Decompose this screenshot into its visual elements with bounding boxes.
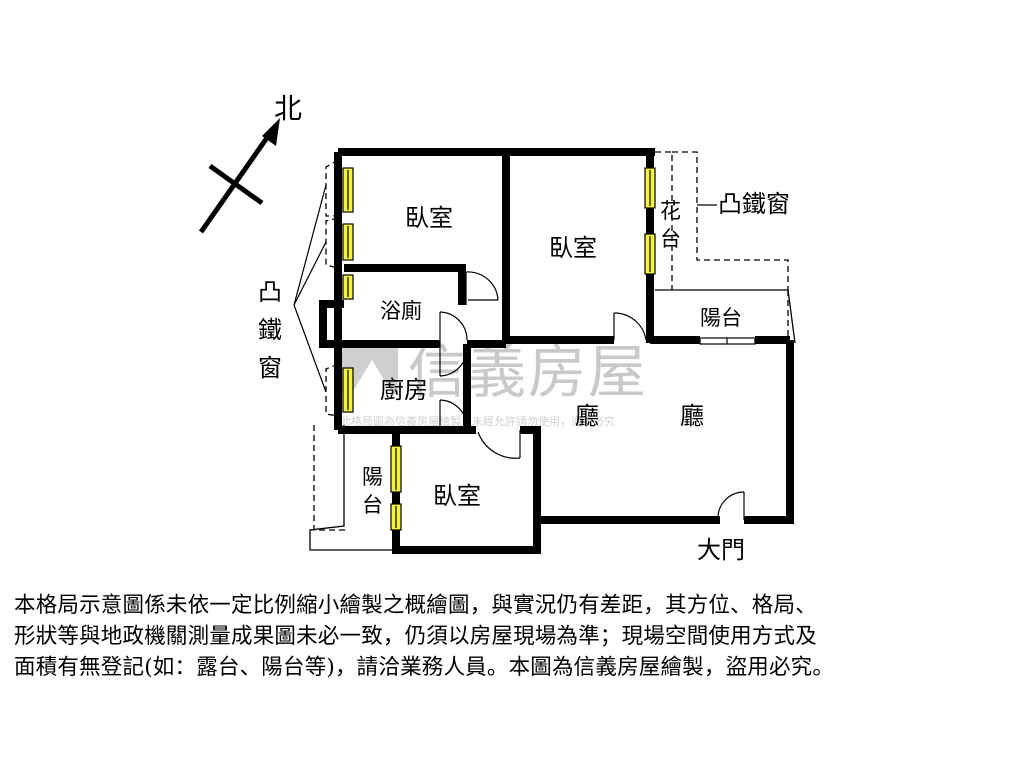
room-label-bedroom-1: 臥室 [405,204,453,232]
room-label-kitchen: 廚房 [380,376,428,404]
room-label-balcony-west-2: 台 [362,493,383,517]
room-label-balcony-east: 陽台 [700,306,742,330]
window-bedroom-1-a [342,167,354,213]
bedroom-3-door [477,430,521,459]
room-label-balcony-west-1: 陽 [362,465,383,489]
room-label-main-door: 大門 [697,536,745,564]
floor-plan: 信義房屋 此格局圖為信義房屋繪製，未經允許請勿使用，違者必究 北 [198,92,796,564]
disclaimer-line-3: 面積有無登記(如：露台、陽台等)，請洽業務人員。本圖為信義房屋繪製，盜用必究。 [14,655,835,680]
main-door [717,491,745,520]
window-bedroom-3-a [390,445,402,493]
north-label: 北 [274,92,302,125]
window-kitchen [342,367,354,413]
room-label-bedroom-3: 臥室 [433,482,481,510]
bedroom-2-door [613,312,647,341]
room-label-bathroom: 浴廁 [380,299,422,323]
window-panels [342,167,656,531]
room-label-bay-window-right: 凸鐵窗 [718,190,790,218]
room-label-living-2: 廳 [680,402,704,430]
bathroom-door [465,271,499,305]
bathroom-door-lower [439,311,468,344]
room-label-bay-window-left-3: 窗 [258,354,282,382]
door-swings [439,271,745,520]
window-bedroom-1-b [342,223,354,261]
watermark-notice: 此格局圖為信義房屋繪製，未經允許請勿使用，違者必究 [340,414,615,428]
room-label-planter-1: 花 [660,199,681,223]
disclaimer-line-1: 本格局示意圖係未依一定比例縮小繪製之概繪圖，與實況仍有差距，其方位、格局、 [14,593,817,618]
watermark: 信義房屋 此格局圖為信義房屋繪製，未經允許請勿使用，違者必究 [340,338,648,428]
room-label-bay-window-left-1: 凸 [258,278,282,306]
disclaimer-note: 本格局示意圖係未依一定比例縮小繪製之概繪圖，與實況仍有差距，其方位、格局、 形狀… [14,590,1014,683]
room-label-bay-window-left-2: 鐵 [258,316,282,344]
north-compass: 北 [198,92,302,234]
window-bathroom [342,274,354,300]
window-bedroom-3-b [390,503,402,531]
kitchen-door-lower [439,399,468,430]
balcony-outlines [309,289,796,551]
bay-window-pointers [293,184,327,393]
balcony-sliding-door [699,337,756,345]
watermark-brand: 信義房屋 [408,338,648,406]
window-bedroom-2-a [644,167,656,209]
disclaimer-line-2: 形狀等與地政機關測量成果圖未必一致，仍須以房屋現場為準；現場空間使用方式及 [14,624,817,649]
room-label-planter-2: 台 [660,227,681,251]
room-labels: 臥室 臥室 浴廁 廚房 廳 廳 臥室 陽台 陽 台 花 台 凸鐵窗 凸 鐵 窗 … [258,190,790,564]
window-bedroom-2-b [644,233,656,275]
room-label-living-1: 廳 [575,402,599,430]
kitchen-door [439,344,468,377]
room-label-bedroom-2: 臥室 [549,234,597,262]
